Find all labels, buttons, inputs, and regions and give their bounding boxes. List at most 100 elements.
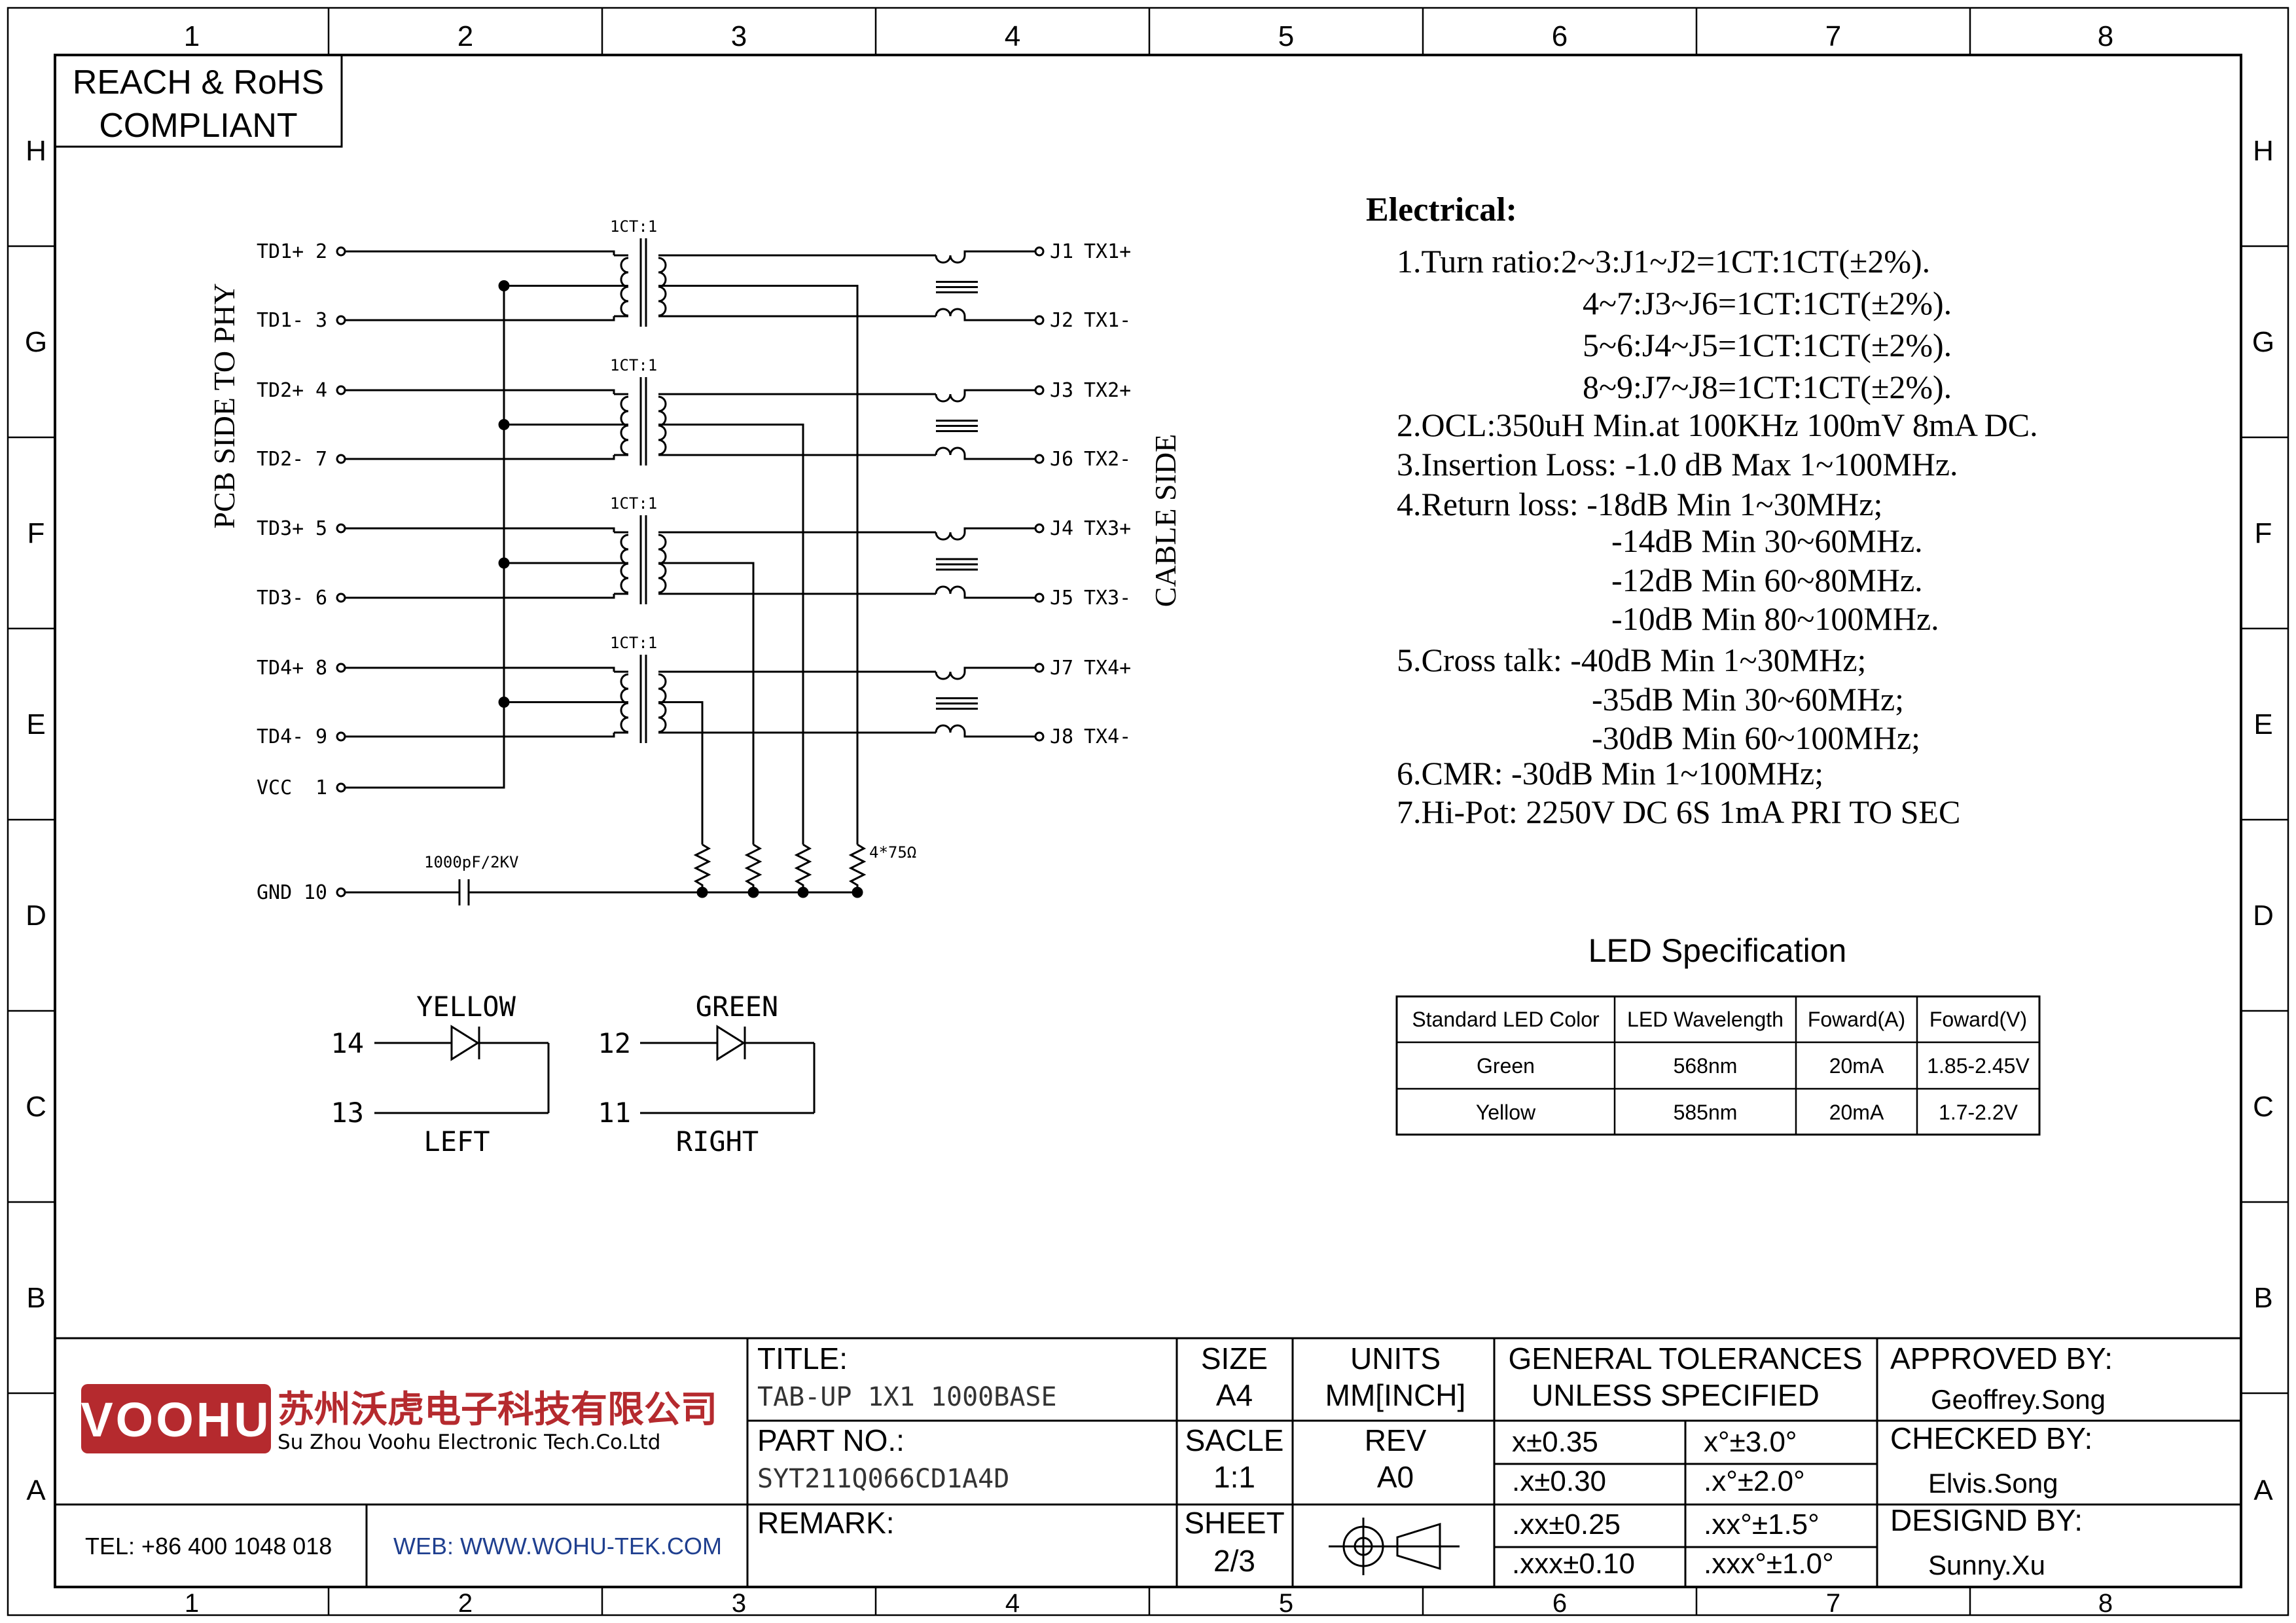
capacitor-label: 1000pF/2KV [424, 853, 519, 871]
part-number: SYT211Q066CD1A4D [757, 1464, 1009, 1494]
table-cell: 568nm [1674, 1054, 1738, 1078]
pcb-side-label: PCB SIDE TO PHY [207, 283, 241, 528]
green-led-icon [716, 1025, 745, 1061]
title-block: VOOHU 苏州沃虎电子科技有限公司 Su Zhou Voohu Electro… [55, 1337, 2241, 1587]
pin-number: 8 [315, 657, 327, 680]
jack-pin: J7 [1050, 657, 1073, 680]
pin-number: 5 [315, 517, 327, 540]
logo-text: VOOHU [81, 1393, 271, 1447]
led-left-pin-b: 13 [331, 1097, 364, 1129]
spec-line: 5~6:J4~J5=1CT:1CT(±2%). [1583, 327, 1952, 363]
rev-label: REV [1365, 1423, 1427, 1457]
pin-name: TD4+ [257, 657, 304, 680]
remark-label: REMARK: [757, 1506, 895, 1540]
table-cell: 1.7-2.2V [1939, 1101, 2018, 1124]
column-label: 7 [1825, 20, 1841, 52]
scale-value: 1:1 [1213, 1460, 1255, 1494]
pin-name: TD3+ [257, 517, 304, 540]
pin-number: 1 [315, 776, 327, 799]
voohu-logo [81, 1384, 271, 1453]
led-labels: YELLOW 14 13 LEFT GREEN 12 11 RIGHT [331, 991, 778, 1158]
row-label: D [2253, 900, 2274, 932]
column-label: 3 [731, 20, 747, 52]
column-label: 2 [458, 1589, 473, 1618]
spec-line: 6.CMR: -30dB Min 1~100MHz; [1397, 755, 1823, 792]
jack-signal: TX3+ [1084, 517, 1131, 540]
led-left-pin-a: 14 [331, 1027, 364, 1059]
tolerance-heading-2: UNLESS SPECIFIED [1532, 1378, 1820, 1412]
cable-side-label: CABLE SIDE [1149, 434, 1182, 608]
projection-symbol-icon [1329, 1518, 1460, 1575]
jack-signal: TX1- [1084, 309, 1131, 332]
jack-signal: TX4- [1084, 725, 1131, 748]
led-spec-title: LED Specification [1588, 932, 1847, 969]
schematic-labels: TD1+2TD1-3TD2+4TD2-7TD3+5TD3-6TD4+8TD4-9… [257, 217, 1131, 904]
spec-line: 7.Hi-Pot: 2250V DC 6S 1mA PRI TO SEC [1397, 793, 1960, 830]
column-label: 6 [1552, 1589, 1567, 1618]
tolerance-linear: .xxx±0.10 [1512, 1548, 1635, 1580]
table-cell: 20mA [1829, 1101, 1884, 1124]
row-label: E [26, 708, 45, 740]
led-left-color: YELLOW [416, 991, 516, 1023]
column-label: 8 [2098, 20, 2113, 52]
pin-number: 3 [315, 309, 327, 332]
pin-name: TD2- [257, 448, 304, 471]
size-value: A4 [1216, 1378, 1253, 1412]
column-label: 8 [2098, 1589, 2113, 1618]
spec-line: 8~9:J7~J8=1CT:1CT(±2%). [1583, 369, 1952, 405]
row-label: B [26, 1282, 45, 1314]
column-label: 3 [732, 1589, 746, 1618]
led-right-pin-a: 12 [598, 1027, 631, 1059]
table-cell: Yellow [1476, 1101, 1536, 1124]
column-label: 4 [1005, 1589, 1020, 1618]
tolerance-angular: .xx°±1.5° [1704, 1508, 1820, 1541]
pin-number: 9 [315, 725, 327, 748]
row-label: A [26, 1474, 46, 1506]
row-label: C [26, 1091, 46, 1123]
row-label: A [2253, 1474, 2273, 1506]
frame [7, 7, 2289, 1616]
row-label: F [2255, 517, 2272, 549]
title-label: TITLE: [757, 1341, 848, 1376]
column-label: 1 [185, 1589, 199, 1618]
company-tel: TEL: +86 400 1048 018 [85, 1533, 332, 1559]
electrical-spec: Electrical: 1.Turn ratio:2~3:J1~J2=1CT:1… [1366, 191, 2038, 830]
pin-name: TD2+ [257, 379, 304, 402]
schematic [336, 238, 1045, 905]
approved-label: APPROVED BY: [1890, 1341, 2113, 1376]
jack-signal: TX1+ [1084, 240, 1131, 263]
rev-value: A0 [1377, 1460, 1414, 1494]
spec-line: -10dB Min 80~100MHz. [1611, 600, 1939, 637]
pin-name: TD4- [257, 725, 304, 748]
led-right-pin-b: 11 [598, 1097, 631, 1129]
row-label: C [2253, 1091, 2274, 1123]
jack-pin: J5 [1050, 587, 1073, 610]
part-label: PART NO.: [757, 1423, 905, 1457]
sheet-label: SHEET [1184, 1506, 1284, 1540]
row-label: F [27, 517, 45, 549]
spec-line: -14dB Min 30~60MHz. [1611, 522, 1923, 559]
electrical-title: Electrical: [1366, 191, 1517, 228]
company-name-cn: 苏州沃虎电子科技有限公司 [278, 1389, 717, 1431]
pin-number: 10 [304, 881, 327, 904]
led-diagram [374, 1025, 816, 1114]
tolerance-linear: x±0.35 [1512, 1426, 1598, 1458]
tolerance-heading-1: GENERAL TOLERANCES [1508, 1341, 1862, 1376]
title-value: TAB-UP 1X1 1000BASE [757, 1382, 1057, 1412]
tolerance-linear: .xx±0.25 [1512, 1508, 1621, 1541]
transformer-ratio: 1CT:1 [610, 356, 657, 374]
pin-number: 2 [315, 240, 327, 263]
spec-line: 1.Turn ratio:2~3:J1~J2=1CT:1CT(±2%). [1397, 243, 1930, 280]
pin-number: 7 [315, 448, 327, 471]
tolerance-angular: x°±3.0° [1704, 1426, 1797, 1458]
column-label: 5 [1278, 20, 1294, 52]
table-cell: 585nm [1674, 1101, 1738, 1124]
table-cell: 20mA [1829, 1054, 1884, 1078]
units-value: MM[INCH] [1325, 1378, 1466, 1412]
jack-pin: J2 [1050, 309, 1073, 332]
frame-ticks [8, 8, 2288, 1615]
table-header: Foward(V) [1929, 1008, 2027, 1031]
tolerance-linear: .x±0.30 [1512, 1465, 1606, 1497]
jack-signal: TX2+ [1084, 379, 1131, 402]
table-header: LED Wavelength [1627, 1008, 1784, 1031]
